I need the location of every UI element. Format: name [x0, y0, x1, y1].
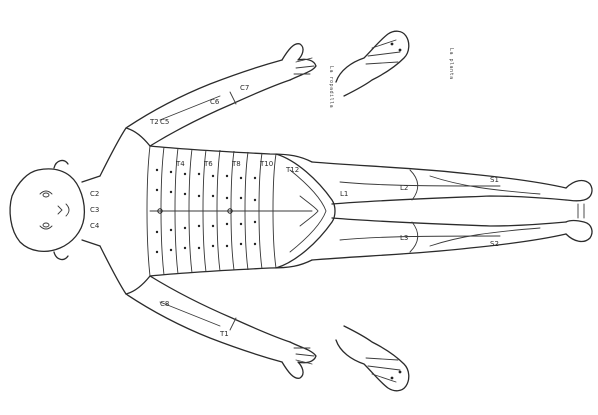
- trunk-mark: T8: [231, 160, 241, 168]
- trunk-mark: T6: [203, 160, 213, 168]
- leg-mark: L3: [400, 234, 408, 242]
- leg-mark: L1: [340, 190, 348, 198]
- trunk-mark: T2: [149, 118, 159, 126]
- head: [10, 161, 84, 260]
- legs: L1 L2 L3 S1 S2: [312, 162, 566, 260]
- feet: [566, 181, 592, 242]
- arm-mark: C5: [160, 118, 169, 126]
- arm-mark: T1: [219, 330, 229, 338]
- torso: T2 T4 T6 T8 T10 T12: [100, 118, 312, 294]
- trunk-mark: T4: [175, 160, 185, 168]
- trunk-mark: T10: [259, 160, 273, 168]
- neck-mark: C3: [90, 206, 99, 214]
- neck-mark: C4: [90, 222, 100, 230]
- caption-left: La ropadilla: [328, 66, 334, 108]
- leg-mark: S1: [490, 176, 499, 184]
- upper-arm: C5 C6 C7: [126, 44, 316, 146]
- hand-inset-top: [336, 31, 409, 96]
- caption-right: La planta: [448, 48, 454, 80]
- leg-mark: L2: [400, 184, 408, 192]
- hand-inset-bottom: [336, 326, 409, 391]
- leg-mark: S2: [490, 240, 499, 248]
- arm-mark: C7: [240, 84, 249, 92]
- trunk-mark: T12: [285, 166, 299, 174]
- lower-arm: C8 T1: [126, 276, 316, 378]
- arm-mark: C8: [160, 300, 169, 308]
- neck-mark: C2: [90, 190, 99, 198]
- arm-mark: C6: [210, 98, 220, 106]
